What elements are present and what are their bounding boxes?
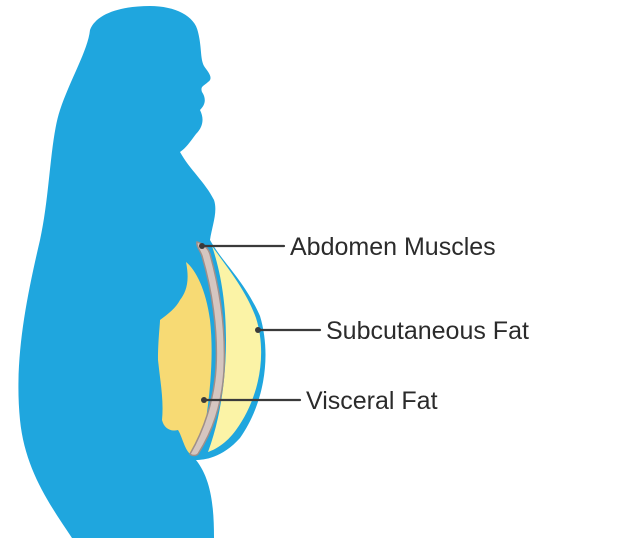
subcutaneous-fat-leader-dot bbox=[255, 327, 261, 333]
visceral-fat-leader-dot bbox=[201, 397, 207, 403]
subcutaneous-fat-label: Subcutaneous Fat bbox=[326, 317, 529, 345]
visceral-fat-label: Visceral Fat bbox=[306, 387, 438, 415]
abdomen-muscles-label: Abdomen Muscles bbox=[290, 233, 496, 261]
abdomen-muscles-leader-dot bbox=[199, 243, 205, 249]
